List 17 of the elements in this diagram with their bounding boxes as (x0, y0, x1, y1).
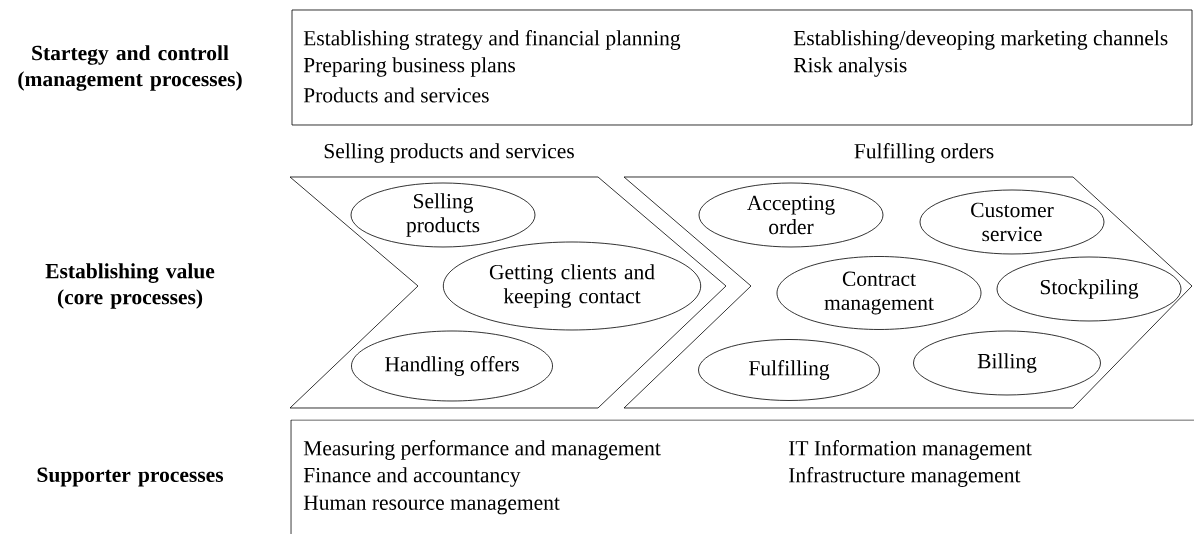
row-heading: Establishing value (core processes) (45, 263, 215, 309)
list-item: Risk analysis (793, 57, 907, 77)
section-heading: Selling products and services (324, 143, 574, 163)
process-box (290, 419, 1194, 534)
list-item: Human resource management (303, 495, 560, 515)
section-heading: Fulfilling orders (854, 143, 994, 163)
row-heading: Startegy and controll (management processes) (18, 45, 242, 91)
list-item: Finance and accountancy (303, 467, 521, 487)
row-heading: Supporter processes (37, 467, 224, 487)
list-item: Measuring performance and management (303, 440, 661, 460)
list-item: Establishing strategy and financial planning (303, 30, 681, 50)
list-item: Infrastructure management (789, 467, 1021, 487)
list-item: Preparing business plans (303, 57, 515, 77)
list-item: IT Information management (789, 440, 1032, 460)
process-box (291, 9, 1193, 126)
list-item: Establishing/deveoping marketing channels (793, 30, 1168, 50)
list-item: Products and services (303, 87, 489, 103)
